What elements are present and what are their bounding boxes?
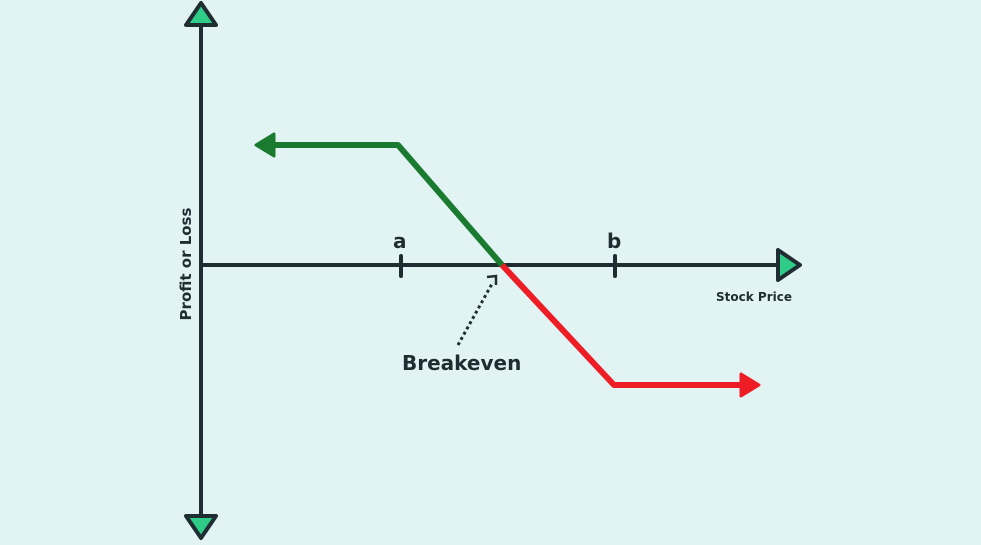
x-axis-right-arrow-icon [776,248,802,282]
y-axis-label: Profit or Loss [177,207,195,321]
y-axis-up-arrow-icon [184,1,218,27]
profit-left-arrow-icon [254,132,276,158]
x-axis-label: Stock Price [716,290,792,304]
tick-label-a: a [393,229,407,253]
breakeven-pointer [456,281,495,346]
y-axis-down-arrow-icon [184,514,218,540]
loss-line [499,262,742,388]
breakeven-label: Breakeven [402,351,522,375]
tick-label-b: b [607,229,622,253]
profit-line [272,142,505,267]
breakeven-pointer-arrowhead-icon [486,274,498,285]
loss-right-arrow-icon [739,372,761,398]
